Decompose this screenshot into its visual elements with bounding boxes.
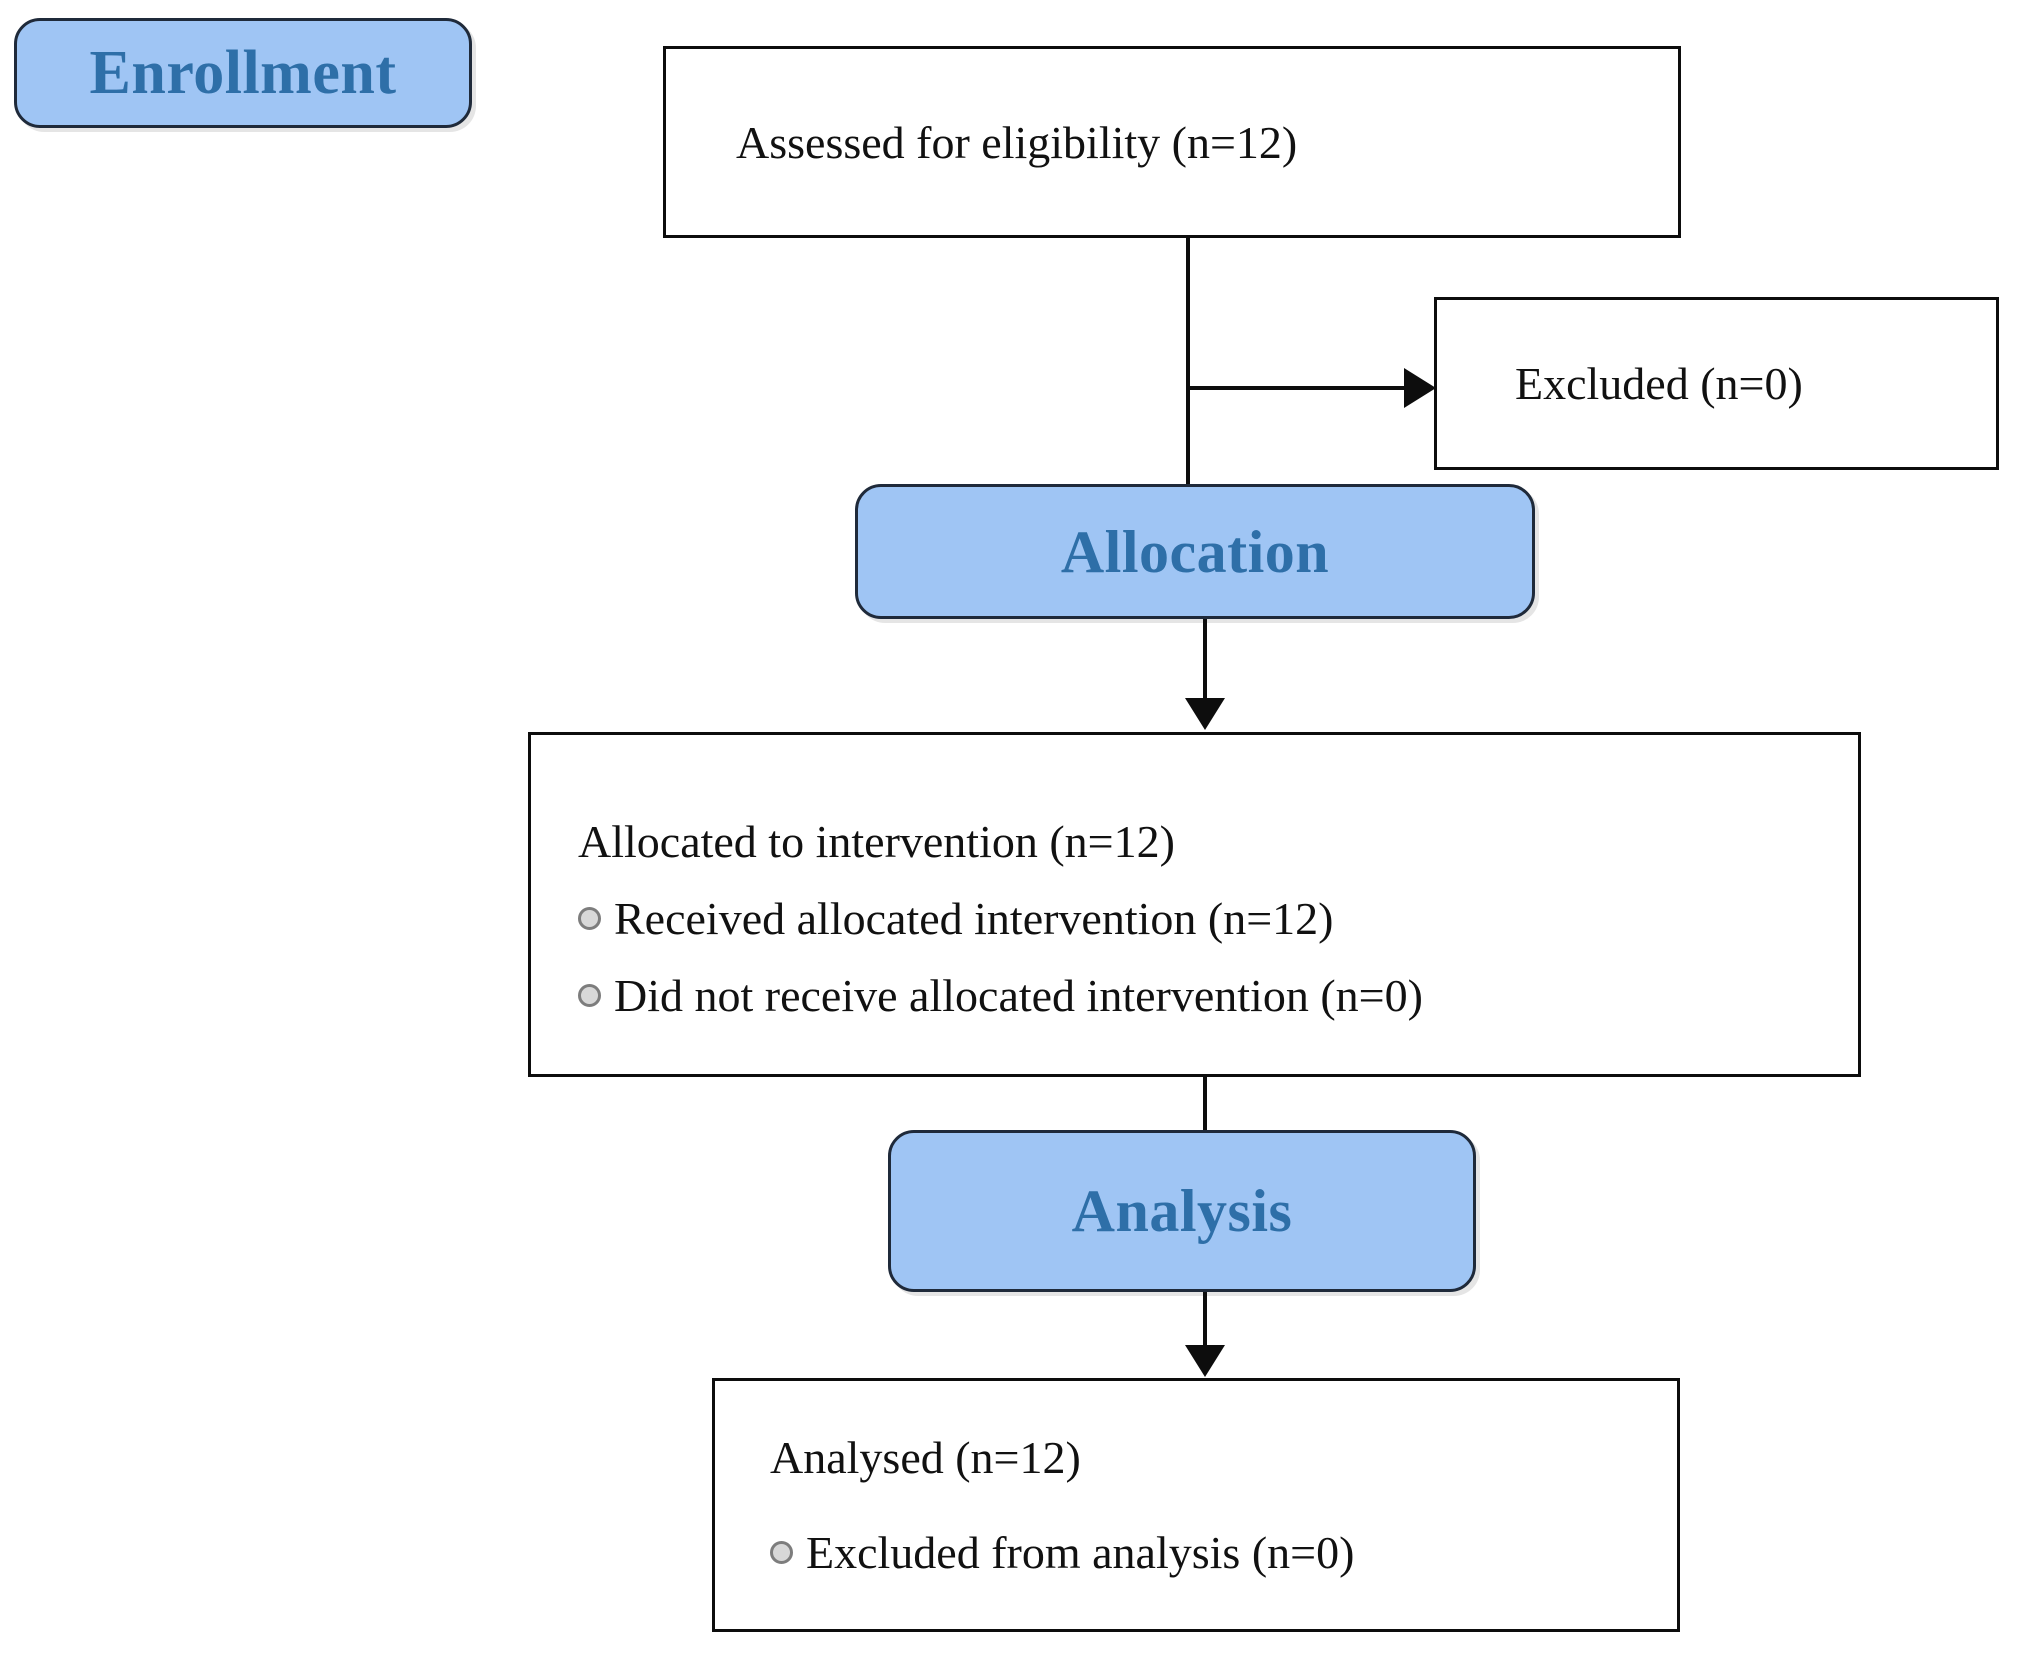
stage-label-enrollment: Enrollment xyxy=(89,39,397,107)
node-line: Excluded from analysis (n=0) xyxy=(770,1526,1677,1579)
node-allocated-to-intervention: Allocated to intervention (n=12) Receive… xyxy=(528,732,1861,1077)
arrowhead-to-analysed xyxy=(1185,1345,1225,1377)
node-line-text: Excluded from analysis (n=0) xyxy=(806,1527,1355,1578)
node-line-text: Assessed for eligibility (n=12) xyxy=(736,116,1298,168)
connector-allocation-down xyxy=(1203,619,1207,703)
stage-box-allocation: Allocation xyxy=(855,484,1535,619)
connector-assessed-down xyxy=(1186,238,1190,488)
node-line: Received allocated intervention (n=12) xyxy=(578,892,1858,945)
stage-label-analysis: Analysis xyxy=(1071,1178,1293,1244)
node-line-text: Analysed (n=12) xyxy=(770,1432,1081,1483)
bullet-icon xyxy=(770,1541,793,1564)
node-line: Did not receive allocated intervention (… xyxy=(578,969,1858,1022)
connector-analysis-down xyxy=(1203,1292,1207,1350)
stage-box-enrollment: Enrollment xyxy=(14,18,472,128)
node-analysed: Analysed (n=12) Excluded from analysis (… xyxy=(712,1378,1680,1632)
stage-box-analysis: Analysis xyxy=(888,1130,1476,1292)
node-line: Allocated to intervention (n=12) xyxy=(578,815,1858,868)
node-line: Excluded (n=0) xyxy=(1515,357,1996,410)
node-line: Analysed (n=12) xyxy=(770,1431,1677,1484)
arrowhead-to-allocated xyxy=(1185,698,1225,730)
node-assessed-for-eligibility: Assessed for eligibility (n=12) xyxy=(663,46,1681,238)
node-line-text: Did not receive allocated intervention (… xyxy=(614,970,1423,1021)
connector-allocated-down xyxy=(1203,1077,1207,1133)
stage-label-allocation: Allocation xyxy=(1060,518,1330,585)
node-line-text: Excluded (n=0) xyxy=(1515,358,1803,409)
bullet-icon xyxy=(578,907,601,930)
node-excluded: Excluded (n=0) xyxy=(1434,297,1999,470)
node-line-text: Received allocated intervention (n=12) xyxy=(614,893,1334,944)
node-line-text: Allocated to intervention (n=12) xyxy=(578,816,1175,867)
arrowhead-to-excluded xyxy=(1404,368,1436,408)
connector-branch-to-excluded xyxy=(1186,386,1406,390)
node-line: Assessed for eligibility (n=12) xyxy=(736,116,1678,169)
bullet-icon xyxy=(578,984,601,1007)
